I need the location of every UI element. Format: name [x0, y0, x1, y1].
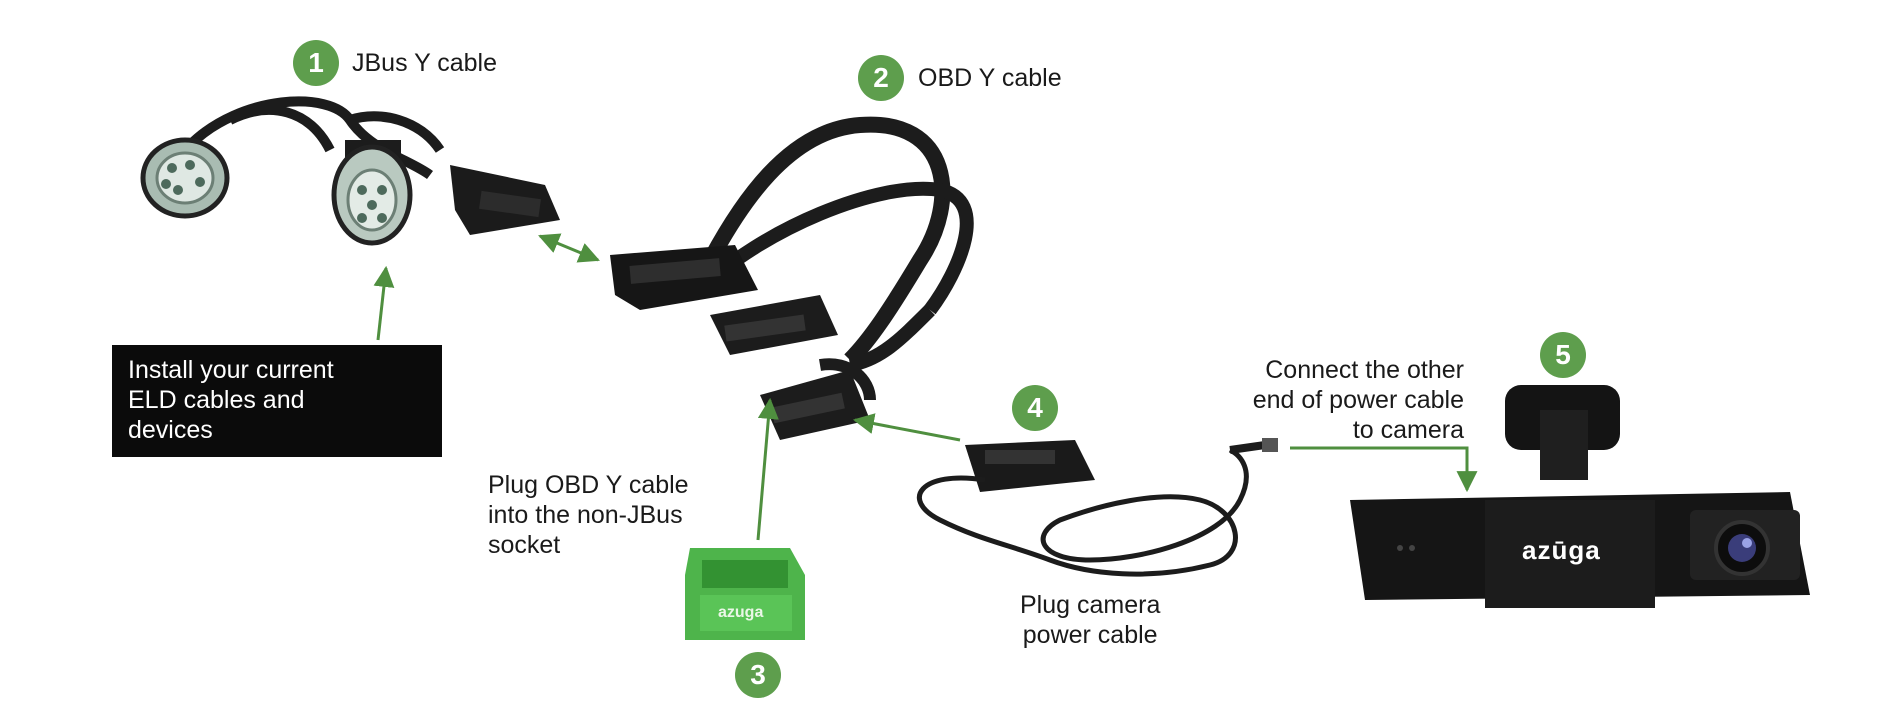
obd-y-cable-icon — [610, 116, 974, 440]
camera-brand-logo: azūga — [1522, 535, 1601, 565]
step-1-label: JBus Y cable — [352, 49, 498, 77]
step-2-label: OBD Y cable — [918, 64, 1062, 92]
obd-device-icon — [685, 548, 805, 640]
step-5-badge: 5 — [1540, 332, 1586, 378]
arrow-device-to-socket — [756, 397, 779, 541]
arrow-callout-to-jbus — [373, 265, 395, 341]
connect-camera-instruction: Connect the other end of power cable to … — [1252, 356, 1464, 444]
step-1-badge: 1 — [293, 40, 339, 86]
step-3-badge: 3 — [735, 652, 781, 698]
device-brand-logo: azuga — [718, 604, 764, 621]
install-eld-callout: Install your current ELD cables and devi… — [112, 345, 442, 457]
plug-power-instruction: Plug camera power cable — [1020, 591, 1161, 649]
jbus-y-cable-icon — [140, 96, 560, 246]
dash-camera-icon — [1350, 385, 1810, 608]
power-adapter-icon — [917, 438, 1278, 577]
connector-arrows — [373, 233, 1478, 541]
plug-obd-instruction: Plug OBD Y cable into the non-JBus socke… — [488, 471, 689, 559]
step-2-badge: 2 — [858, 55, 904, 101]
arrow-adapter-to-socket — [852, 413, 961, 442]
arrow-jbus-to-obd — [538, 233, 600, 263]
arrow-cable-to-camera — [1290, 446, 1478, 493]
step-4-badge: 4 — [1012, 385, 1058, 431]
